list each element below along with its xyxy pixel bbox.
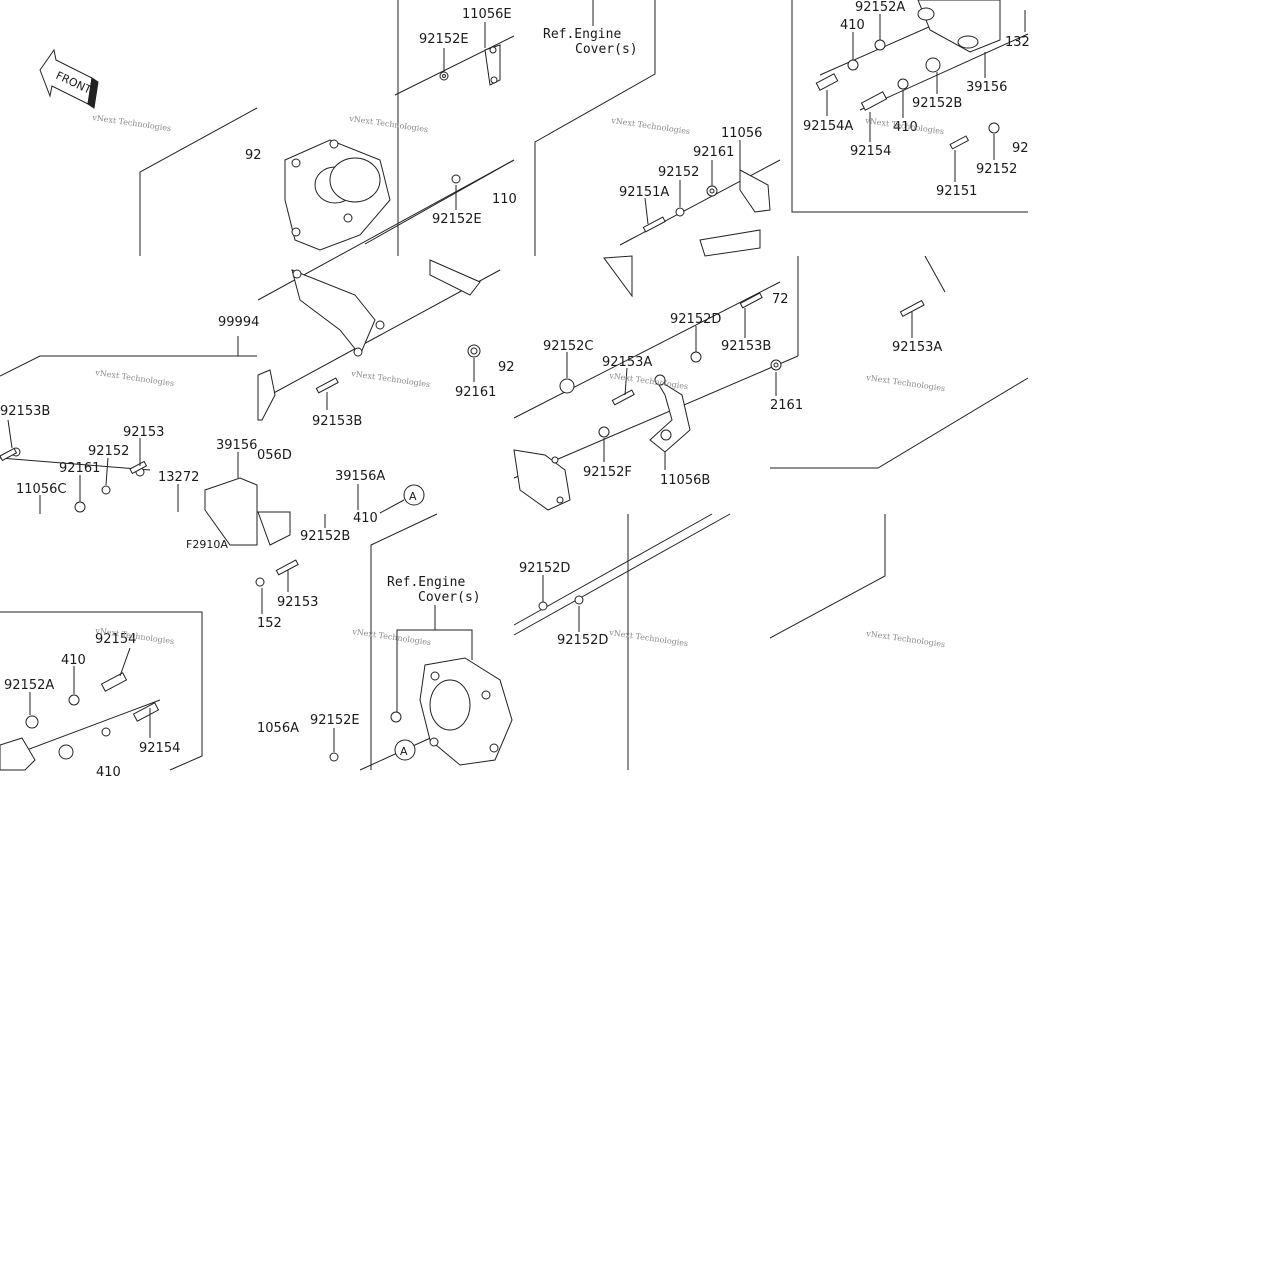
watermark: vNext Technologies: [865, 629, 946, 649]
part-label: F2910A: [186, 538, 228, 551]
part-label: 11056C: [16, 482, 66, 497]
part-label: 11056E: [462, 7, 512, 22]
part-label: 92152E: [310, 713, 360, 728]
hardware-bolts: [0, 73, 970, 722]
part-label: 92153B: [312, 414, 362, 429]
ref-engine-sub-bottom: Cover(s): [418, 590, 481, 605]
callout-a-bottom: A: [394, 739, 416, 761]
part-label: 1056A: [257, 721, 299, 736]
part-label: 92: [1012, 141, 1029, 156]
part-labels: 11056E 92152E 92 92152E 110 99994 92153B…: [0, 0, 1030, 780]
frame-slider-39156-left: [204, 477, 291, 546]
part-label: 92161: [59, 461, 100, 476]
engine-cover-top: [284, 139, 391, 251]
part-label: 92153: [123, 425, 164, 440]
watermark: vNext Technologies: [608, 628, 689, 648]
frame-slider-top-right: [917, 0, 1001, 53]
part-label: 056D: [257, 448, 292, 463]
part-label: 99994: [218, 315, 259, 330]
part-label: 92161: [455, 385, 496, 400]
part-label: 92152E: [419, 32, 469, 47]
part-label: 92153: [277, 595, 318, 610]
part-label: 92152A: [855, 0, 905, 15]
ref-engine-label-bottom: Ref.Engine: [387, 575, 465, 590]
part-label: 39156: [216, 438, 257, 453]
watermark: vNext Technologies: [865, 373, 946, 393]
part-label: 92: [498, 360, 515, 375]
part-label: 92151: [936, 184, 977, 199]
watermark: vNext Technologies: [608, 371, 689, 391]
part-label: 410: [353, 511, 378, 526]
part-label: 92153B: [0, 404, 50, 419]
bracket-11056B: [649, 374, 691, 453]
watermark: vNext Technologies: [91, 113, 172, 133]
part-label: 92152: [976, 162, 1017, 177]
part-label: 92152F: [583, 465, 632, 480]
part-label: 92154: [139, 741, 180, 756]
part-label: 92151A: [619, 185, 669, 200]
ref-engine-sub-top: Cover(s): [575, 42, 638, 57]
callout-a-bottom-label: A: [400, 745, 408, 758]
bracket-11056: [603, 169, 771, 298]
watermark: vNext Technologies: [94, 368, 175, 388]
watermark: vNext Technologies: [350, 369, 431, 389]
callout-a-top: A: [403, 484, 425, 506]
part-label: 2161: [770, 398, 803, 413]
bracket-11056E: [484, 44, 501, 86]
part-label: 410: [61, 653, 86, 668]
part-label: 92152C: [543, 339, 593, 354]
part-label: 92153B: [721, 339, 771, 354]
part-label: 39156A: [335, 469, 385, 484]
part-label: 92152B: [912, 96, 962, 111]
part-label: 72: [772, 292, 789, 307]
part-label: 92154: [95, 632, 136, 647]
watermark: vNext Technologies: [610, 116, 691, 136]
part-label: 92152E: [432, 212, 482, 227]
part-label: 152: [257, 616, 282, 631]
callout-a-top-label: A: [409, 490, 417, 503]
part-label: 92152D: [670, 312, 721, 327]
part-label: 410: [840, 18, 865, 33]
part-label: 39156: [966, 80, 1007, 95]
part-label: 410: [96, 765, 121, 780]
part-label: 92152: [88, 444, 129, 459]
part-label: 92152D: [557, 633, 608, 648]
part-label: 11056B: [660, 473, 710, 488]
part-label: 92161: [693, 145, 734, 160]
part-label: 132: [1005, 35, 1030, 50]
part-label: 92152D: [519, 561, 570, 576]
part-label: 410: [893, 120, 918, 135]
part-label: 13272: [158, 470, 199, 485]
bracket-11056D: [257, 369, 571, 511]
part-label: 11056: [721, 126, 762, 141]
engine-cover-bottom: [419, 657, 513, 766]
hardware-washers: [11, 39, 1000, 762]
frame-slider-bottom-left: [0, 737, 36, 771]
part-label: 92152B: [300, 529, 350, 544]
front-arrow-icon: FRONT: [39, 48, 99, 109]
part-label: 92153A: [602, 355, 652, 370]
ref-engine-label-top: Ref.Engine: [543, 27, 621, 42]
section-frame-lines: [0, 0, 1029, 771]
part-label: 92: [245, 148, 262, 163]
watermark: vNext Technologies: [348, 114, 429, 134]
part-label: 110: [492, 192, 517, 207]
bracket-plate: [291, 259, 481, 357]
part-label: 92154: [850, 144, 891, 159]
part-label: 92154A: [803, 119, 853, 134]
part-label: 92152: [658, 165, 699, 180]
leader-lines: [7, 0, 1026, 752]
part-label: 92152A: [4, 678, 54, 693]
part-label: 92153A: [892, 340, 942, 355]
